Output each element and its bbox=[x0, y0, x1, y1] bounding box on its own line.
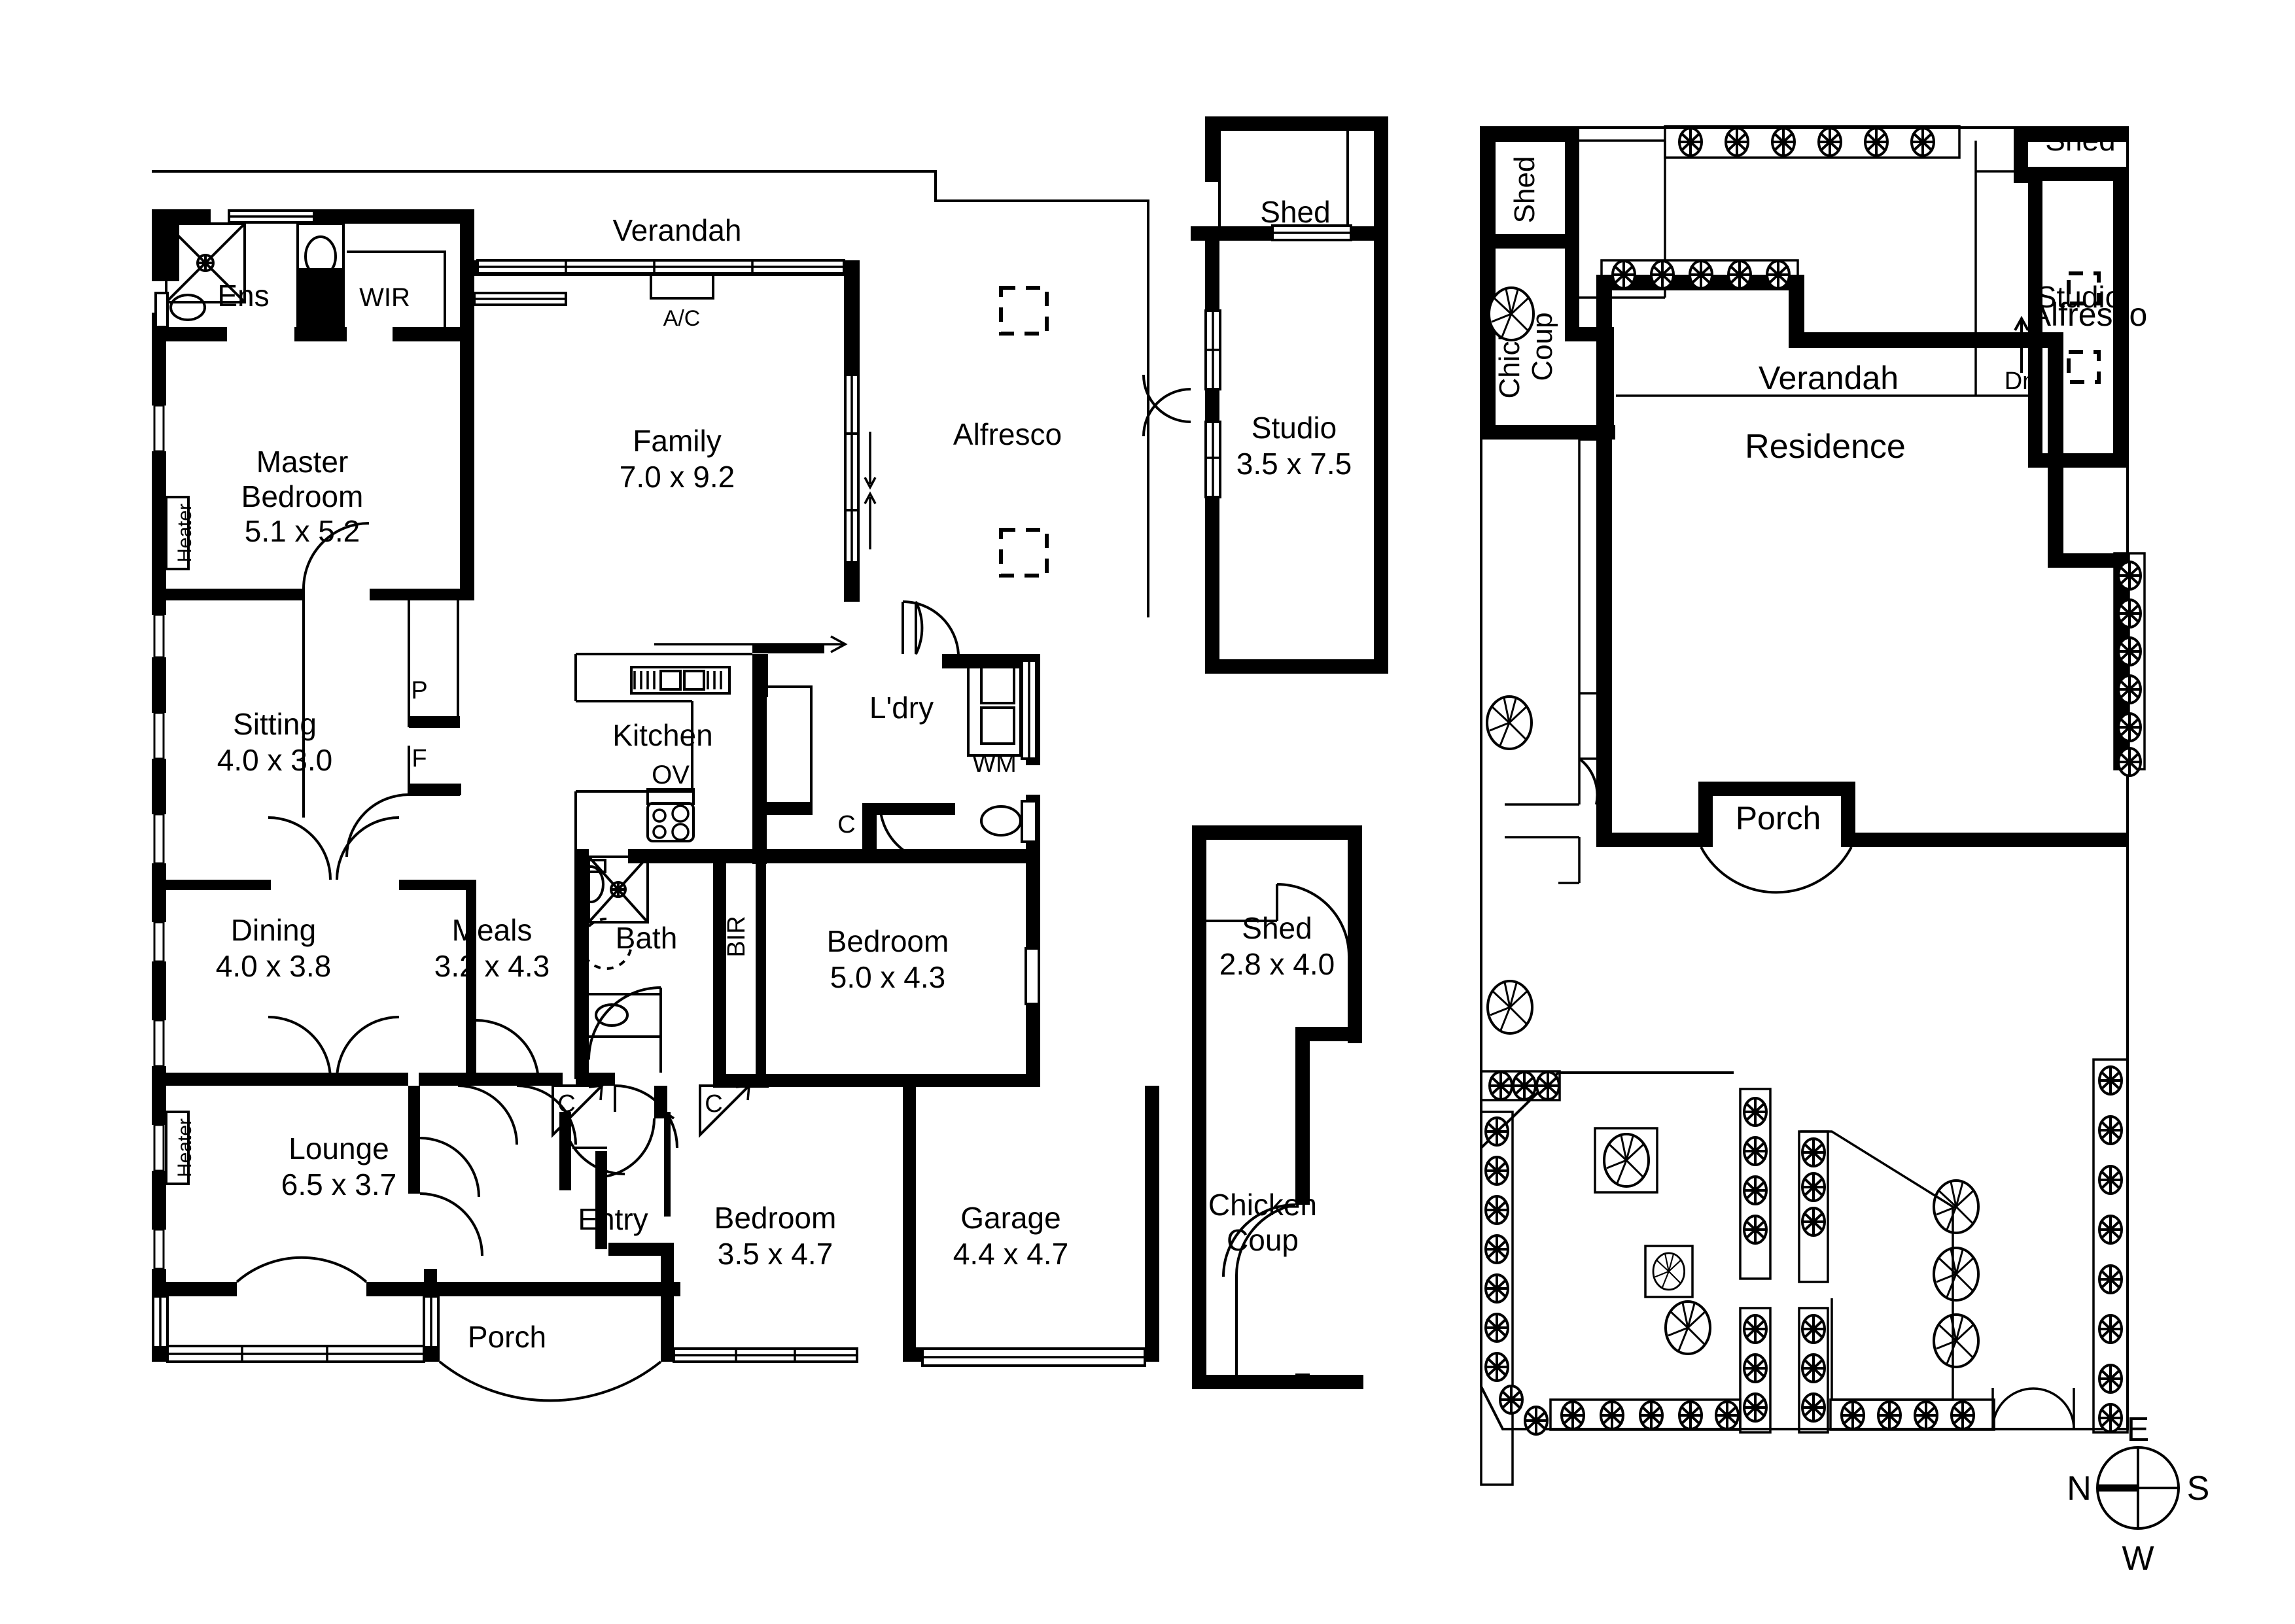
compass-label-left: N bbox=[2067, 1470, 2092, 1508]
label-site-shed-right: Shed bbox=[2045, 123, 2115, 157]
label-site-shed-left: Shed bbox=[1509, 156, 1541, 224]
main-floor-plan: Ens WIR Verandah A/C Master Bedroom 5.1 … bbox=[152, 170, 1159, 1402]
label-pantry: P bbox=[411, 677, 427, 704]
label-bath: Bath bbox=[616, 921, 678, 955]
verandah-outline bbox=[152, 170, 1149, 617]
label-family: Family bbox=[633, 424, 721, 458]
label-heater-lounge: Heater bbox=[174, 1118, 196, 1177]
label-master-bedroom: Master bbox=[256, 445, 349, 479]
hedge-rows bbox=[1480, 125, 2146, 1486]
label-wir: WIR bbox=[359, 283, 410, 312]
site-gate bbox=[1991, 1387, 2075, 1430]
label-master-bedroom-2: Bedroom bbox=[241, 479, 364, 513]
label-sitting-dims: 4.0 x 3.0 bbox=[217, 743, 332, 777]
site-plan: Shed Chicken Coup Shed Studio bbox=[1480, 123, 2148, 1486]
hall-door-swings bbox=[419, 1084, 678, 1256]
label-bir: BIR bbox=[723, 916, 750, 957]
label-laundry: L'dry bbox=[869, 691, 934, 725]
label-garage-dims: 4.4 x 4.7 bbox=[953, 1237, 1068, 1271]
label-lounge: Lounge bbox=[289, 1132, 389, 1166]
label-bedroom2: Bedroom bbox=[827, 924, 949, 958]
label-meals: Meals bbox=[452, 913, 533, 947]
label-shed2: Shed bbox=[1242, 911, 1312, 945]
label-ens: Ens bbox=[217, 279, 269, 313]
label-bedroom3-dims: 3.5 x 4.7 bbox=[718, 1237, 833, 1271]
label-studio: Studio bbox=[1252, 411, 1337, 445]
label-cupboard-right: C bbox=[705, 1090, 722, 1118]
sliding-door-family bbox=[844, 373, 877, 564]
label-meals-dims: 3.2 x 4.3 bbox=[434, 949, 550, 983]
studio-shed-block: Shed Studio 3.5 x 7.5 bbox=[1142, 116, 1388, 674]
label-cupboard-ldry: C bbox=[837, 811, 855, 838]
label-site-alfresco: Alfresco bbox=[2029, 296, 2148, 333]
label-porch: Porch bbox=[468, 1320, 546, 1354]
label-sitting: Sitting bbox=[233, 707, 317, 741]
label-heater-master: Heater bbox=[174, 504, 196, 562]
label-entry: Entry bbox=[578, 1202, 648, 1236]
compass-label-bottom: W bbox=[2122, 1540, 2154, 1578]
compass-label-right: S bbox=[2187, 1470, 2210, 1508]
compass-rose: E N S W bbox=[2067, 1411, 2209, 1578]
label-site-residence: Residence bbox=[1745, 428, 1906, 466]
down-arrow-icon bbox=[2014, 315, 2029, 373]
label-garage: Garage bbox=[960, 1201, 1060, 1235]
label-ac: A/C bbox=[663, 306, 701, 331]
site-studio-shed bbox=[2014, 128, 2128, 468]
room-labels: Ens WIR Verandah A/C Master Bedroom 5.1 … bbox=[174, 213, 1068, 1354]
label-oven: OV bbox=[652, 761, 690, 789]
label-chicken-coup-2: Coup bbox=[1227, 1223, 1299, 1257]
label-alfresco: Alfresco bbox=[953, 417, 1062, 451]
compass-label-top: E bbox=[2127, 1411, 2150, 1449]
label-bedroom2-dims: 5.0 x 4.3 bbox=[830, 960, 945, 994]
label-dining: Dining bbox=[231, 913, 316, 947]
label-site-verandah: Verandah bbox=[1759, 360, 1899, 396]
label-fridge: F bbox=[412, 745, 427, 772]
label-bedroom3: Bedroom bbox=[714, 1201, 837, 1235]
label-lounge-dims: 6.5 x 3.7 bbox=[281, 1167, 396, 1201]
label-kitchen: Kitchen bbox=[612, 718, 712, 752]
label-site-studio: Studio bbox=[2037, 280, 2122, 314]
label-verandah: Verandah bbox=[613, 213, 742, 247]
label-chicken-coup: Chicken bbox=[1208, 1188, 1317, 1222]
interior-lines bbox=[152, 209, 1146, 1402]
label-shed2-dims: 2.8 x 4.0 bbox=[1219, 947, 1335, 981]
garden-beds bbox=[1594, 1127, 1711, 1355]
cupboard-markers bbox=[552, 1084, 752, 1138]
structural-walls bbox=[152, 209, 1159, 1362]
shed-coup-block: Shed 2.8 x 4.0 Chicken Coup bbox=[1192, 825, 1363, 1389]
label-site-porch: Porch bbox=[1736, 800, 1821, 837]
label-wm: WM bbox=[972, 750, 1017, 778]
label-family-dims: 7.0 x 9.2 bbox=[620, 460, 735, 494]
label-studio-shed: Shed bbox=[1260, 195, 1330, 229]
site-residence-footprint bbox=[1596, 275, 2129, 847]
label-dining-dims: 4.0 x 3.8 bbox=[216, 949, 331, 983]
label-master-bedroom-dims: 5.1 x 5.2 bbox=[245, 514, 360, 548]
label-studio-dims: 3.5 x 7.5 bbox=[1236, 447, 1352, 481]
label-cupboard-left: C bbox=[557, 1090, 575, 1118]
driveway-outline bbox=[1800, 1130, 1954, 1401]
